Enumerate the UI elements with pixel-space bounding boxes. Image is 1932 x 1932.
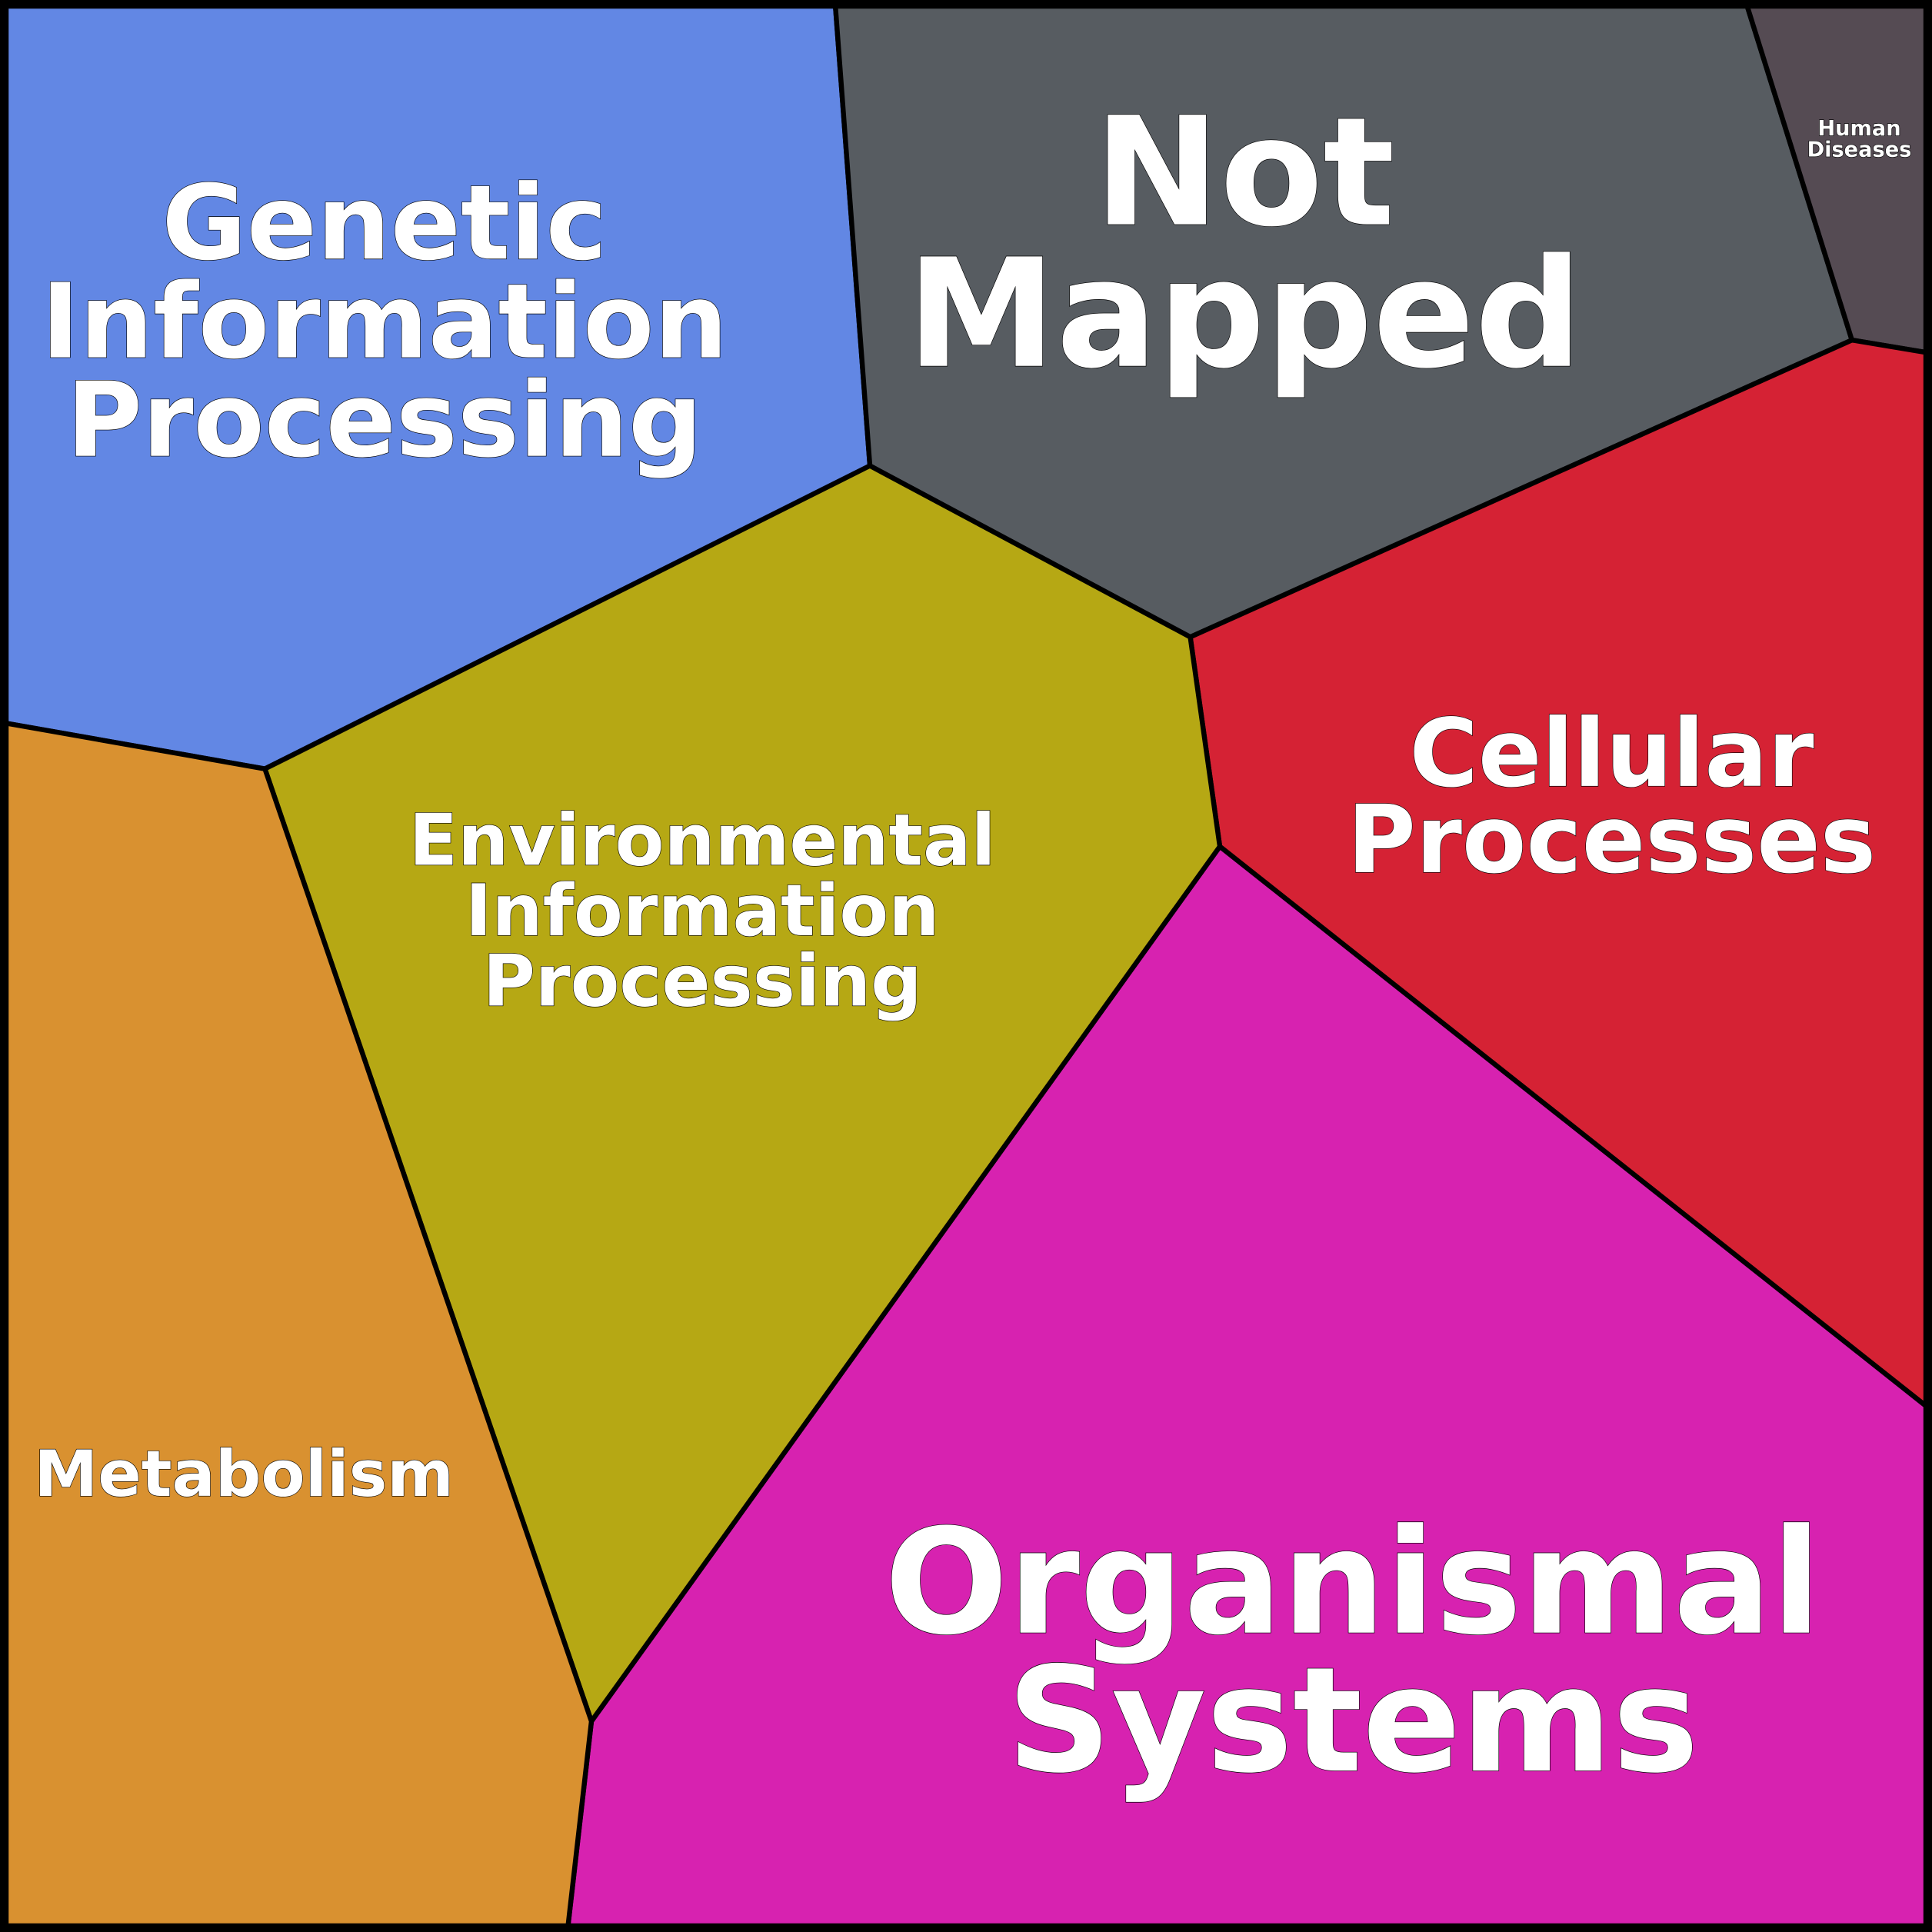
label-line: Environmental [409, 799, 996, 882]
label-line: Mapped [907, 228, 1583, 402]
label-line: Information [41, 261, 728, 382]
label-line: Systems [1007, 1636, 1699, 1805]
label-line: Processing [483, 939, 922, 1022]
label-line: Processing [66, 360, 702, 481]
label-line: Metabolism [34, 1437, 454, 1511]
label-line: Cellular [1409, 699, 1814, 808]
label-line: Organismal [884, 1498, 1821, 1667]
label-line: Information [465, 869, 940, 952]
label-line: Not [1094, 86, 1394, 261]
label-line: Genetic [162, 162, 607, 283]
label-line: Human [1817, 117, 1900, 141]
label-line: Processes [1347, 785, 1877, 894]
label-line: Diseases [1807, 138, 1912, 162]
label-metabolism: Metabolism [34, 1437, 454, 1511]
